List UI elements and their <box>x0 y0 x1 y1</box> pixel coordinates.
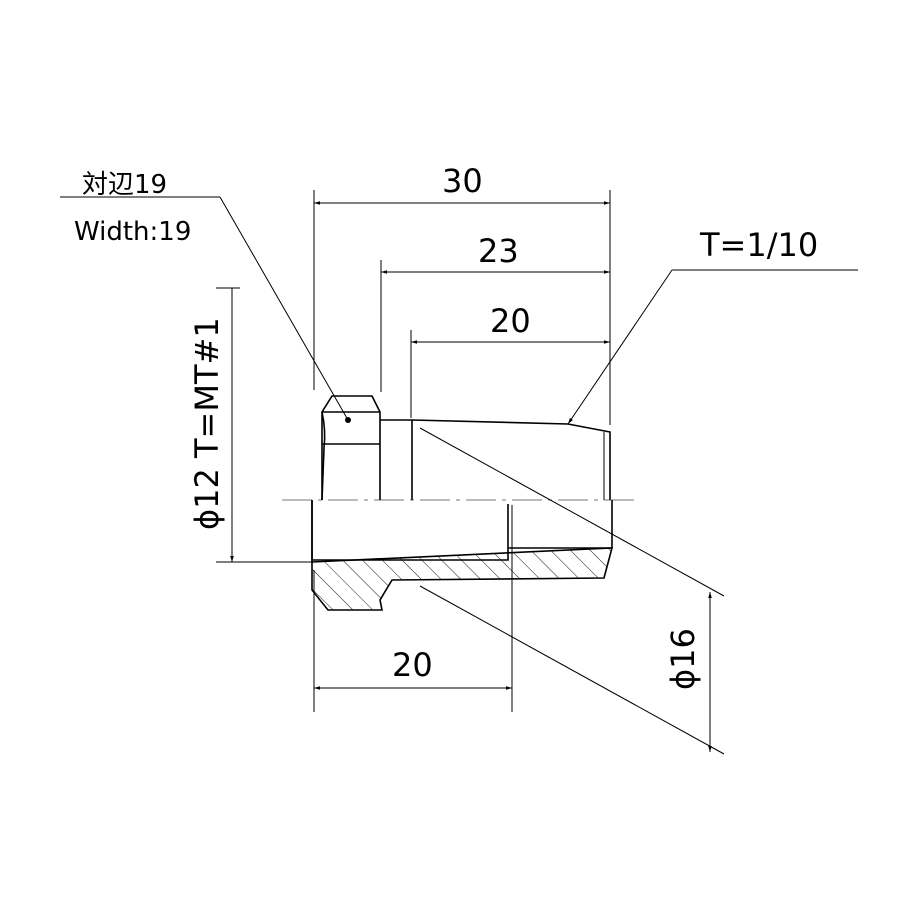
width-ja-label: 対辺19 <box>82 170 167 200</box>
overall-length-dimension: 30 <box>442 162 483 200</box>
outer-diameter-label: ϕ16 <box>664 628 702 690</box>
length-20-top-dimension: 20 <box>490 302 531 340</box>
extension-lines <box>216 190 611 712</box>
length-20-bottom-dimension: 20 <box>392 646 433 684</box>
bore-label: ϕ12 T=MT#1 <box>188 317 226 530</box>
width-en-label: Width:19 <box>74 217 191 247</box>
leader-lines <box>60 196 858 755</box>
part-section-view <box>311 500 614 611</box>
part-upper-view <box>321 395 611 501</box>
length-23-dimension: 23 <box>478 232 519 270</box>
dimension-lines <box>230 201 712 752</box>
taper-label: T=1/10 <box>699 226 818 264</box>
